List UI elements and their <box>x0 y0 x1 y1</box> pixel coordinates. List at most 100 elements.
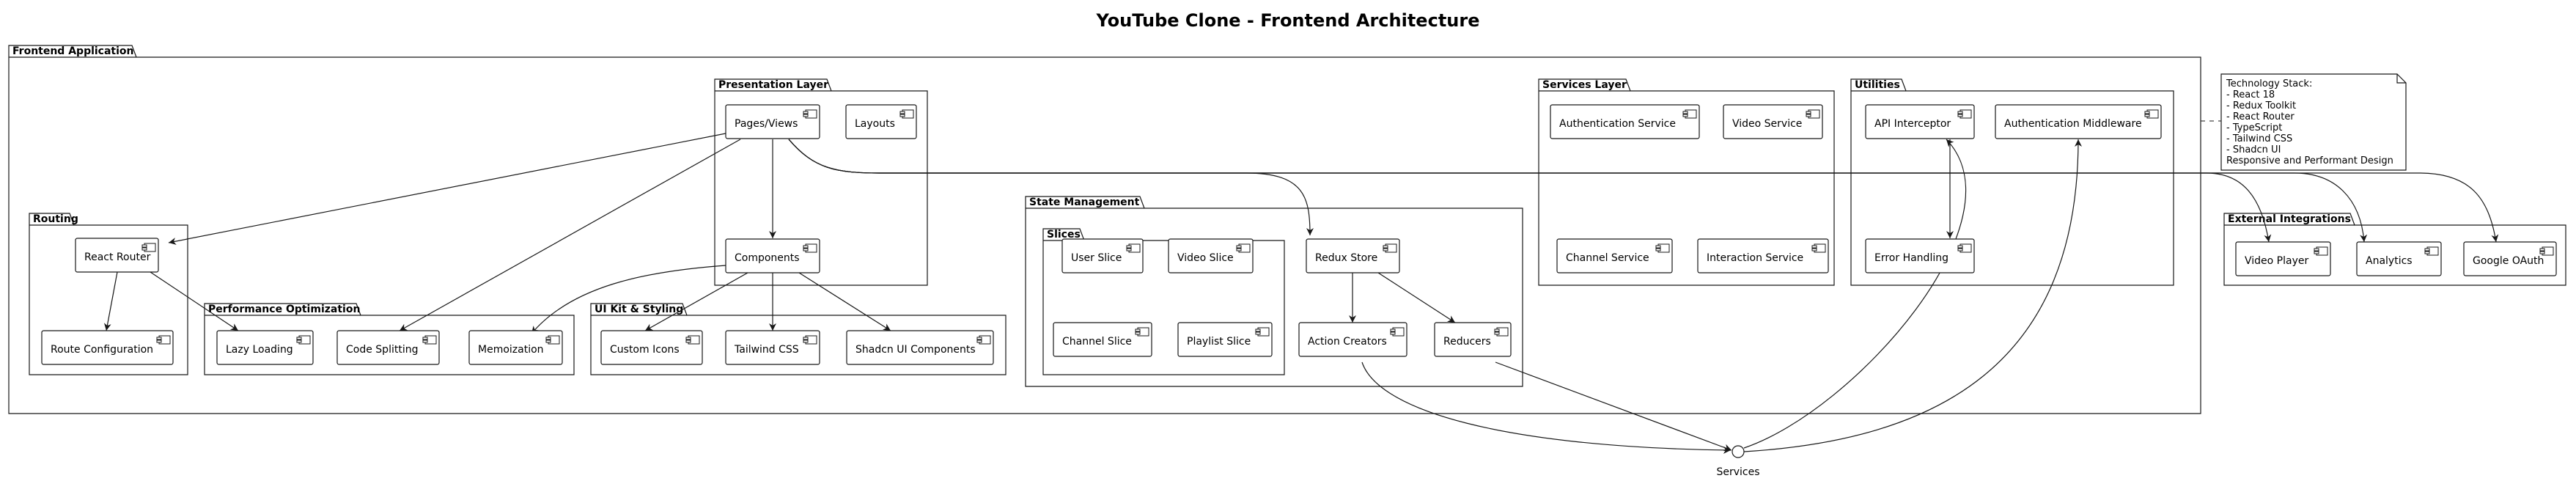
interface-label: Services <box>1716 466 1759 478</box>
component-icon <box>803 243 817 253</box>
component-components: Components <box>725 238 820 273</box>
edge-router-to-route-config <box>103 271 118 331</box>
edge-services-to-interceptor <box>1743 139 1966 449</box>
component-icon <box>1390 327 1405 337</box>
component-label: Video Service <box>1732 118 1802 130</box>
edge-pages-to-router <box>168 133 726 245</box>
component-icon <box>803 109 817 119</box>
component-label: Video Player <box>2245 255 2308 267</box>
component-reducers: Reducers <box>1434 322 1512 357</box>
component-auth-service: Authentication Service <box>1550 104 1700 139</box>
component-icon <box>803 335 817 345</box>
component-label: Channel Service <box>1566 252 1649 264</box>
component-redux-store: Redux Store <box>1306 238 1400 273</box>
component-icon <box>1655 243 1670 253</box>
component-interaction-service: Interaction Service <box>1697 238 1829 273</box>
component-label: Video Slice <box>1177 252 1234 264</box>
component-icon <box>1806 109 1820 119</box>
component-playlist-slice: Playlist Slice <box>1177 322 1273 357</box>
component-label: User Slice <box>1071 252 1122 264</box>
component-label: Authentication Middleware <box>2004 118 2142 130</box>
edge-components-to-memoization <box>531 265 726 334</box>
component-video-slice: Video Slice <box>1168 238 1254 273</box>
component-icon <box>1682 109 1697 119</box>
component-icon <box>545 335 560 345</box>
edges <box>103 133 2499 454</box>
package-label: Performance Optimization <box>208 304 360 315</box>
services-interface: Services <box>1716 445 1760 478</box>
component-label: Reducers <box>1443 336 1491 348</box>
edge-pages-to-google-oauth <box>788 139 2499 243</box>
component-icon <box>685 335 700 345</box>
component-layouts: Layouts <box>845 104 917 139</box>
component-label: Action Creators <box>1308 336 1387 348</box>
component-label: API Interceptor <box>1874 118 1951 130</box>
component-analytics: Analytics <box>2356 241 2442 276</box>
component-icon <box>1383 243 1397 253</box>
edge-services-to-auth-middleware <box>1743 139 2082 452</box>
component-tailwind-css: Tailwind CSS <box>725 330 820 365</box>
component-memoization: Memoization <box>468 330 563 365</box>
component-pages: Pages/Views <box>725 104 820 139</box>
edge-components-to-shadcn <box>798 272 891 331</box>
package-label: Routing <box>33 213 78 225</box>
component-icon <box>1957 243 1972 253</box>
component-error-handling: Error Handling <box>1865 238 1975 273</box>
package-label: UI Kit & Styling <box>595 304 683 315</box>
package-label: Services Layer <box>1542 79 1627 91</box>
component-icon <box>899 109 914 119</box>
package-label: State Management <box>1029 197 1140 208</box>
edge-router-to-lazy-loading <box>150 271 239 331</box>
diagram-title: YouTube Clone - Frontend Architecture <box>1096 10 1480 31</box>
component-icon <box>1494 327 1509 337</box>
component-video-service: Video Service <box>1723 104 1823 139</box>
component-icon <box>2144 109 2159 119</box>
note-line: - TypeScript <box>2226 122 2282 133</box>
edge-reducers-to-services <box>1495 361 1732 452</box>
component-action-creators: Action Creators <box>1298 322 1407 357</box>
edge-action-creators-to-services <box>1361 361 1732 454</box>
component-channel-service: Channel Service <box>1556 238 1673 273</box>
component-route-config: Route Configuration <box>41 330 174 365</box>
component-icon <box>1236 243 1251 253</box>
package-label: Slices <box>1047 229 1081 240</box>
component-label: Interaction Service <box>1707 252 1803 264</box>
component-icon <box>2539 246 2554 256</box>
edge-components-to-custom-icons <box>644 272 748 331</box>
component-icon <box>1126 243 1141 253</box>
component-label: Authentication Service <box>1559 118 1676 130</box>
component-custom-icons: Custom Icons <box>600 330 703 365</box>
component-shadcn-ui: Shadcn UI Components <box>846 330 994 365</box>
component-icon <box>1957 109 1972 119</box>
component-icon <box>422 335 437 345</box>
component-api-interceptor: API Interceptor <box>1865 104 1975 139</box>
note-line: Technology Stack: <box>2226 78 2312 89</box>
component-label: Tailwind CSS <box>734 344 799 356</box>
component-label: React Router <box>84 251 151 263</box>
package-label: Frontend Application <box>12 45 134 57</box>
component-label: Code Splitting <box>346 344 418 356</box>
package-label: Utilities <box>1855 79 1900 91</box>
note-line: - React Router <box>2226 111 2295 122</box>
tech-stack-note: Technology Stack: - React 18 - Redux Too… <box>2220 73 2407 171</box>
component-google-oauth: Google OAuth <box>2463 241 2557 276</box>
component-icon <box>2424 246 2439 256</box>
component-lazy-loading: Lazy Loading <box>216 330 314 365</box>
package-label: Presentation Layer <box>718 79 828 91</box>
component-channel-slice: Channel Slice <box>1053 322 1152 357</box>
component-react-router: React Router <box>75 238 159 273</box>
component-icon <box>141 243 156 252</box>
component-icon <box>976 335 991 345</box>
note-line: - React 18 <box>2226 89 2275 100</box>
note-line: - Tailwind CSS <box>2226 133 2292 144</box>
component-auth-middleware: Authentication Middleware <box>1995 104 2162 139</box>
component-user-slice: User Slice <box>1061 238 1144 273</box>
component-label: Custom Icons <box>610 344 680 356</box>
component-icon <box>2314 246 2328 256</box>
component-icon <box>1811 243 1826 253</box>
component-label: Layouts <box>855 118 895 130</box>
component-icon <box>1135 327 1149 337</box>
component-label: Components <box>735 252 800 264</box>
component-label: Pages/Views <box>735 118 798 130</box>
